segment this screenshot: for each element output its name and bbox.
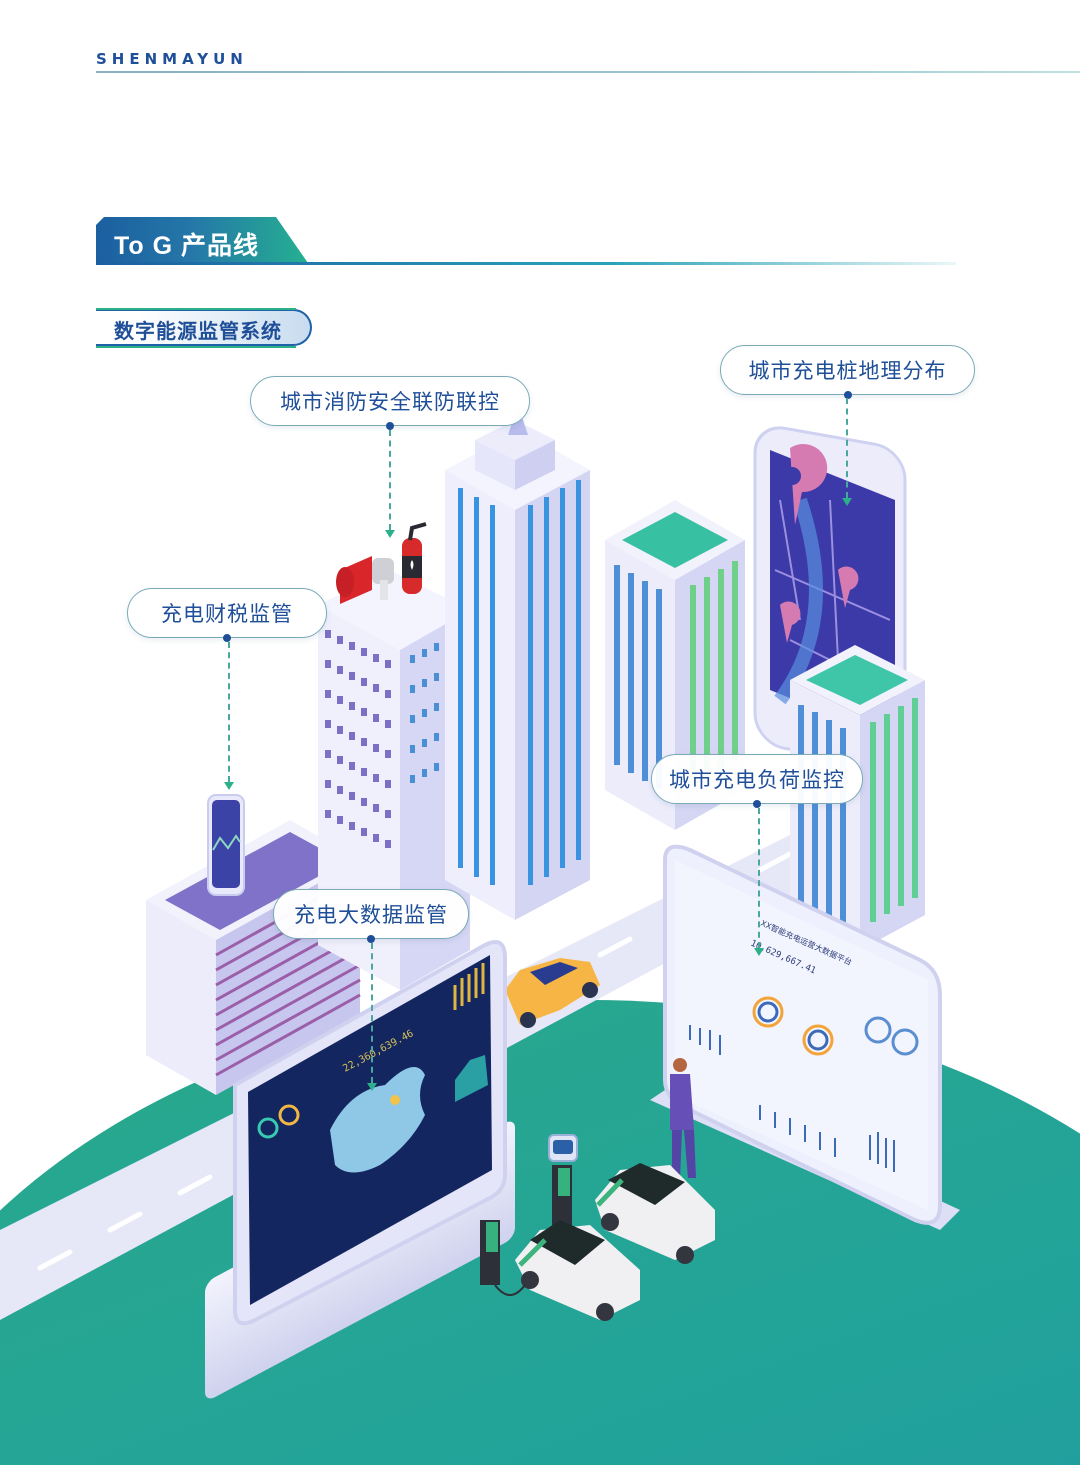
leader-charger-map (842, 398, 852, 506)
section-tab-shape (96, 217, 308, 263)
callout-load-monitoring-label: 城市充电负荷监控 (669, 768, 845, 792)
person-figure (670, 1058, 696, 1180)
callout-tax-supervision-label: 充电财税监管 (161, 602, 293, 626)
load-building (790, 645, 925, 950)
callout-fire-safety-label: 城市消防安全联防联控 (280, 390, 500, 414)
callout-anchor-dot (223, 634, 231, 642)
callout-big-data-label: 充电大数据监管 (294, 903, 448, 927)
section-title: To G 产品线 (114, 232, 260, 260)
china-map-icon (330, 1067, 425, 1173)
section-divider (96, 262, 956, 265)
leader-tax-supervision (224, 642, 234, 790)
megaphone-icon (336, 556, 394, 604)
callout-charger-map: 城市充电桩地理分布 (720, 345, 975, 399)
callout-fire-safety: 城市消防安全联防联控 (250, 376, 530, 430)
callout-tax-supervision: 充电财税监管 (127, 588, 327, 642)
map-pin-icon (780, 444, 859, 643)
callout-big-data: 充电大数据监管 (273, 889, 469, 943)
callout-charger-map-label: 城市充电桩地理分布 (748, 359, 947, 383)
subsection-tab: 数字能源监管系统 (96, 308, 312, 348)
central-tower (445, 405, 590, 920)
header-divider (96, 71, 1080, 73)
callout-load-monitoring: 城市充电负荷监控 (651, 754, 863, 808)
callout-anchor-dot (367, 935, 375, 943)
brand-wordmark: SHENMAYUN (96, 50, 248, 68)
leader-big-data (367, 943, 377, 1091)
fire-extinguisher-icon (402, 522, 427, 594)
callout-anchor-dot (753, 800, 761, 808)
callout-anchor-dot (386, 422, 394, 430)
leader-load-monitoring (754, 808, 764, 956)
yellow-car (505, 958, 600, 1028)
electric-car-icon (494, 1163, 715, 1321)
leader-fire-safety (385, 430, 395, 538)
ev-charger-icon (480, 1134, 578, 1285)
tax-building (146, 794, 361, 1095)
subsection-title: 数字能源监管系统 (114, 319, 282, 343)
section-title-tab: To G 产品线 (96, 217, 308, 263)
callout-anchor-dot (843, 391, 852, 399)
